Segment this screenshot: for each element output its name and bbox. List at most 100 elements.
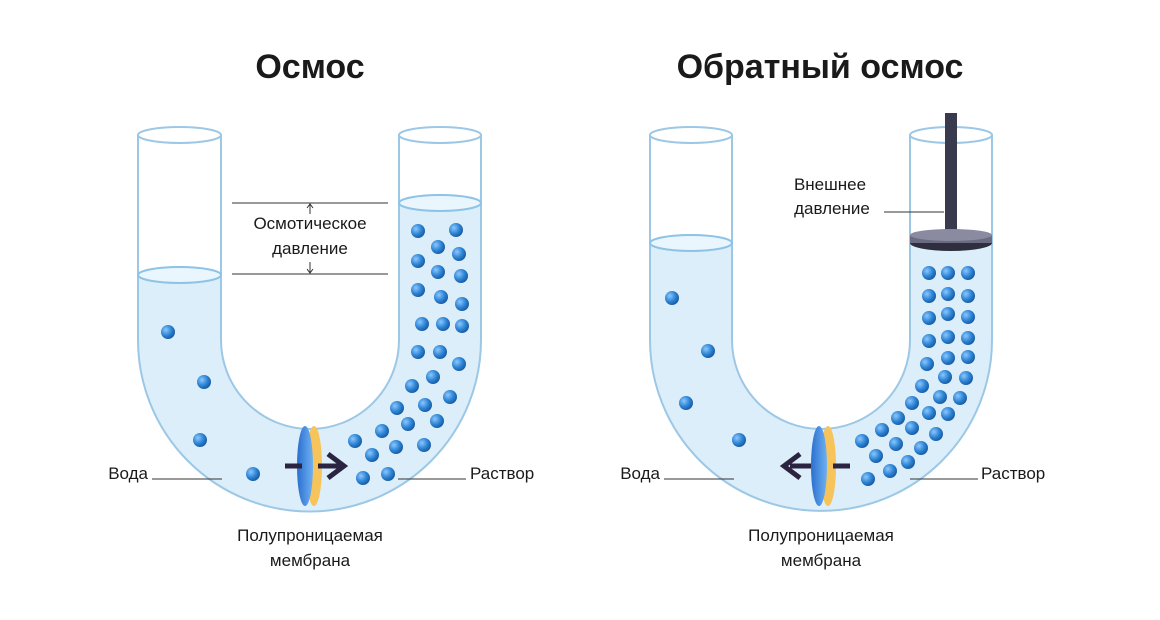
particle	[938, 370, 952, 384]
solute-particles-right	[855, 266, 975, 486]
arrow-left-icon	[779, 452, 850, 480]
membrane-label-left-2: мембрана	[270, 551, 351, 570]
particle	[922, 311, 936, 325]
external-pressure-label-2: давление	[794, 199, 870, 218]
particle	[961, 331, 975, 345]
particle	[246, 467, 260, 481]
reverse-osmosis-panel: Внешнее давление	[620, 113, 1045, 570]
particle	[961, 350, 975, 364]
particle	[417, 438, 431, 452]
semipermeable-membrane-right	[811, 426, 836, 506]
piston	[910, 113, 992, 251]
particle	[452, 247, 466, 261]
particle	[197, 375, 211, 389]
arrow-up-icon	[306, 203, 314, 209]
particle	[679, 396, 693, 410]
particle	[941, 351, 955, 365]
particle	[961, 289, 975, 303]
semipermeable-membrane-left	[297, 426, 322, 506]
particle	[443, 390, 457, 404]
particle	[405, 379, 419, 393]
solute-particles-left	[348, 223, 469, 485]
particle	[390, 401, 404, 415]
particle	[431, 265, 445, 279]
particle	[855, 434, 869, 448]
water-particles-right	[665, 291, 746, 447]
particle	[193, 433, 207, 447]
particle	[929, 427, 943, 441]
particle	[891, 411, 905, 425]
water-fill-left	[138, 203, 481, 512]
particle	[411, 345, 425, 359]
u-tube-left	[137, 135, 482, 513]
particle	[365, 448, 379, 462]
particle	[922, 334, 936, 348]
particle	[401, 417, 415, 431]
particle	[455, 319, 469, 333]
particle	[436, 317, 450, 331]
water-label-left: Вода	[108, 464, 148, 483]
particle	[941, 307, 955, 321]
particle	[430, 414, 444, 428]
particle	[732, 433, 746, 447]
particle	[389, 440, 403, 454]
water-label-right: Вода	[620, 464, 660, 483]
particle	[922, 289, 936, 303]
particle	[941, 330, 955, 344]
particle	[161, 325, 175, 339]
particle	[914, 441, 928, 455]
particle	[411, 254, 425, 268]
water-particles-left	[161, 325, 260, 481]
osmotic-pressure-label-2: давление	[272, 239, 348, 258]
particle	[452, 357, 466, 371]
particle	[869, 449, 883, 463]
particle	[454, 269, 468, 283]
particle	[356, 471, 370, 485]
external-pressure-label-1: Внешнее	[794, 175, 866, 194]
particle	[418, 398, 432, 412]
arrow-down-icon	[306, 268, 314, 274]
water-surface	[398, 194, 482, 212]
particle	[922, 406, 936, 420]
particle	[426, 370, 440, 384]
particle	[901, 455, 915, 469]
membrane-label-right-2: мембрана	[781, 551, 862, 570]
title-osmosis: Осмос	[255, 48, 365, 86]
solution-label-right: Раствор	[981, 464, 1045, 483]
water-surface	[137, 266, 222, 284]
particle	[411, 224, 425, 238]
particle	[933, 390, 947, 404]
osmotic-pressure-label-1: Осмотическое	[253, 214, 366, 233]
membrane-label-left-1: Полупроницаемая	[237, 526, 383, 545]
particle	[905, 396, 919, 410]
particle	[961, 310, 975, 324]
particle	[915, 379, 929, 393]
particle	[883, 464, 897, 478]
water-surface	[649, 234, 733, 252]
arrow-right-icon	[285, 452, 349, 480]
particle	[922, 266, 936, 280]
particle	[961, 266, 975, 280]
particle	[449, 223, 463, 237]
particle	[701, 344, 715, 358]
particle	[433, 345, 447, 359]
osmosis-panel: Осмотическое давление	[108, 126, 534, 570]
particle	[455, 297, 469, 311]
particle	[889, 437, 903, 451]
particle	[941, 287, 955, 301]
tube-rim	[649, 126, 733, 144]
particle	[415, 317, 429, 331]
particle	[431, 240, 445, 254]
tube-rim	[137, 126, 222, 144]
particle	[381, 467, 395, 481]
particle	[941, 266, 955, 280]
particle	[665, 291, 679, 305]
title-reverse-osmosis: Обратный осмос	[676, 48, 964, 86]
particle	[375, 424, 389, 438]
particle	[411, 283, 425, 297]
particle	[953, 391, 967, 405]
membrane-label-right-1: Полупроницаемая	[748, 526, 894, 545]
particle	[941, 407, 955, 421]
solution-label-left: Раствор	[470, 464, 534, 483]
